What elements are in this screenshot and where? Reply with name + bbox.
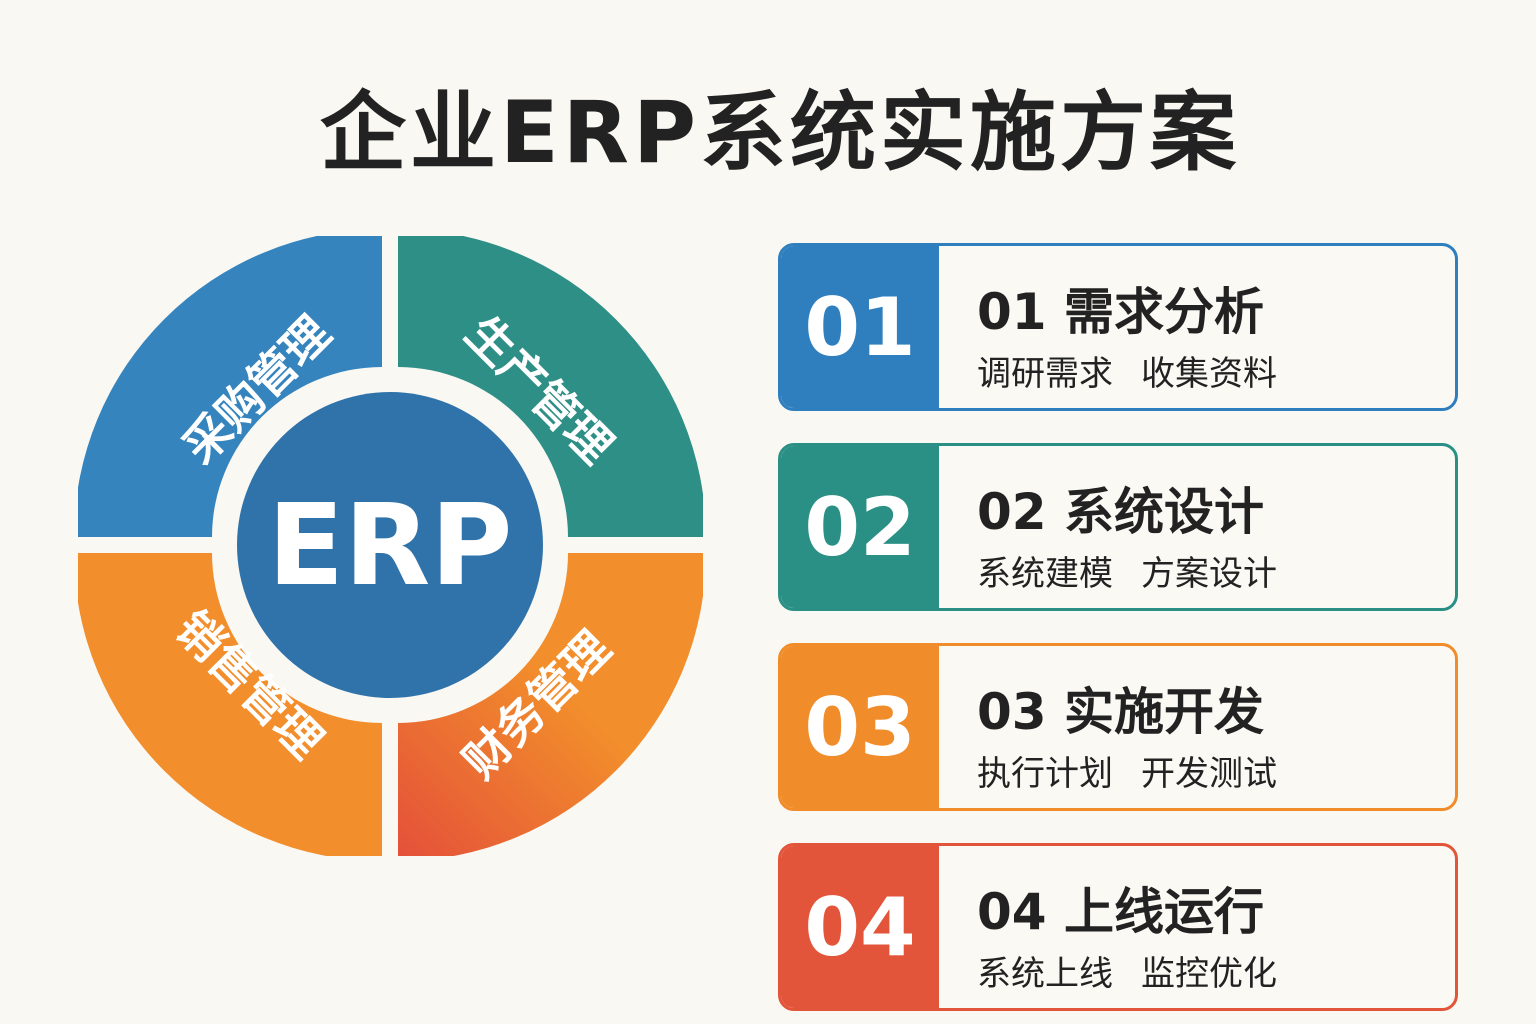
- step-subitem: 调研需求: [977, 354, 1113, 394]
- step-subitem: 执行计划: [977, 754, 1113, 794]
- step-subitem: 方案设计: [1141, 554, 1277, 594]
- step-number-badge: 01: [781, 246, 939, 408]
- step-title: 02 系统设计: [977, 483, 1264, 541]
- step-subitem: 收集资料: [1141, 354, 1277, 394]
- quadrant-purchasing: [78, 236, 382, 537]
- step-card: 04 04 上线运行 系统上线监控优化: [778, 843, 1458, 1011]
- quadrant-sales: [78, 553, 382, 856]
- step-subitem: 开发测试: [1141, 754, 1277, 794]
- page-title: 企业ERP系统实施方案: [320, 83, 1240, 183]
- step-subitem: 系统建模: [977, 554, 1113, 594]
- step-card: 01 01 需求分析 调研需求收集资料: [778, 243, 1458, 411]
- erp-center-label: ERP: [268, 481, 513, 611]
- step-number-badge: 03: [781, 646, 939, 808]
- step-subitems: 系统上线监控优化: [977, 946, 1305, 995]
- step-title: 01 需求分析: [977, 283, 1264, 341]
- step-subitem: 监控优化: [1141, 954, 1277, 994]
- step-number-badge: 04: [781, 846, 939, 1008]
- step-subitems: 系统建模方案设计: [977, 546, 1305, 595]
- step-subitem: 系统上线: [977, 954, 1113, 994]
- step-subitems: 调研需求收集资料: [977, 346, 1305, 395]
- step-subitems: 执行计划开发测试: [977, 746, 1305, 795]
- step-card: 02 02 系统设计 系统建模方案设计: [778, 443, 1458, 611]
- quadrant-finance: [398, 553, 703, 856]
- erp-center-circle: [237, 392, 543, 698]
- step-title: 04 上线运行: [977, 883, 1264, 941]
- quadrant-production: [398, 236, 703, 537]
- step-title: 03 实施开发: [977, 683, 1264, 741]
- step-card: 03 03 实施开发 执行计划开发测试: [778, 643, 1458, 811]
- erp-module-wheel: ERP 采购管理 生产管理 销售管理 财务管理: [78, 236, 703, 856]
- step-number-badge: 02: [781, 446, 939, 608]
